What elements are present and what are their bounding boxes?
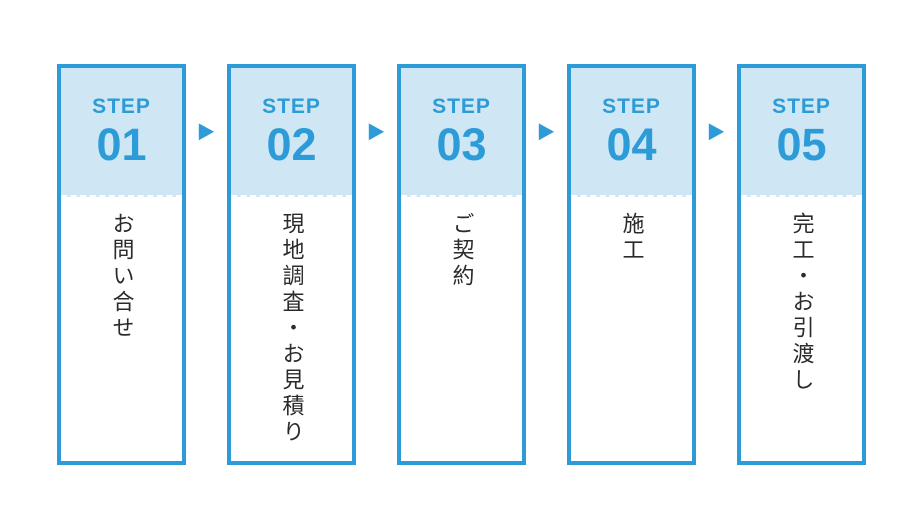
arrow-right-icon: ▶ (538, 118, 555, 143)
step-number: 02 (266, 119, 317, 170)
step-label: STEP (262, 95, 321, 118)
step-body: ご契約 (401, 197, 522, 290)
arrow-cell: ▶ (186, 64, 227, 197)
step-label: STEP (92, 95, 151, 118)
step-number: 01 (96, 119, 147, 170)
step-header: STEP 04 (571, 68, 692, 197)
step-title: 現地調査・お見積り (279, 212, 305, 446)
step-number: 05 (776, 119, 827, 170)
arrow-cell: ▶ (696, 64, 737, 197)
arrow-right-icon: ▶ (198, 118, 215, 143)
step-header: STEP 05 (741, 68, 862, 197)
step-body: 現地調査・お見積り (231, 197, 352, 446)
step-number: 03 (436, 119, 487, 170)
arrow-right-icon: ▶ (368, 118, 385, 143)
step-card-05: STEP 05 完工・お引渡し (737, 64, 866, 465)
step-header: STEP 02 (231, 68, 352, 197)
step-title: 施工 (619, 212, 645, 264)
step-header: STEP 03 (401, 68, 522, 197)
step-label: STEP (772, 95, 831, 118)
step-card-01: STEP 01 お問い合せ (57, 64, 186, 465)
arrow-cell: ▶ (526, 64, 567, 197)
arrow-right-icon: ▶ (708, 118, 725, 143)
step-body: お問い合せ (61, 197, 182, 342)
step-number: 04 (606, 119, 657, 170)
step-title: ご契約 (449, 212, 475, 290)
step-card-02: STEP 02 現地調査・お見積り (227, 64, 356, 465)
step-label: STEP (432, 95, 491, 118)
process-flow: STEP 01 お問い合せ ▶ STEP 02 現地調査・お見積り ▶ STEP… (57, 64, 866, 465)
step-card-04: STEP 04 施工 (567, 64, 696, 465)
step-label: STEP (602, 95, 661, 118)
step-body: 完工・お引渡し (741, 197, 862, 394)
step-card-03: STEP 03 ご契約 (397, 64, 526, 465)
step-body: 施工 (571, 197, 692, 264)
step-title: お問い合せ (109, 212, 135, 342)
arrow-cell: ▶ (356, 64, 397, 197)
step-title: 完工・お引渡し (789, 212, 815, 394)
step-header: STEP 01 (61, 68, 182, 197)
